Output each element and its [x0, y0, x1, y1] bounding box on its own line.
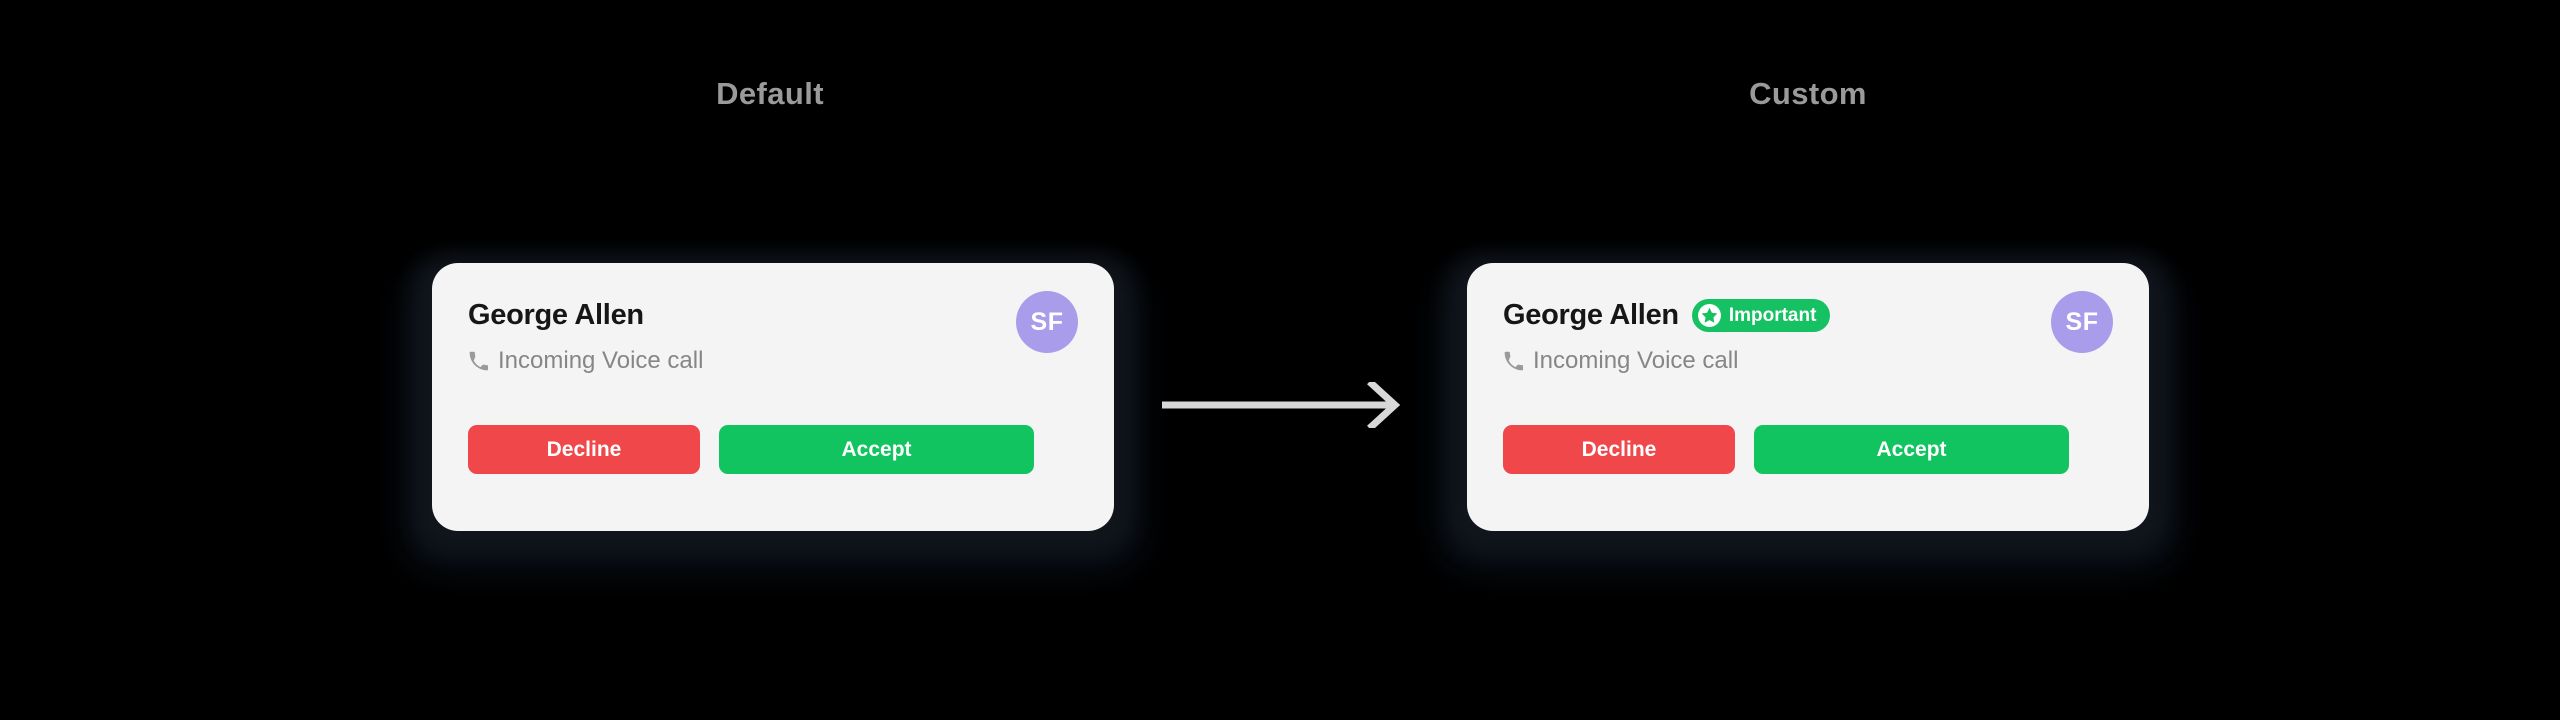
card-actions: Decline Accept [468, 425, 1078, 474]
avatar: SF [2051, 291, 2113, 353]
star-circle-icon [1697, 303, 1722, 328]
call-status-text: Incoming Voice call [498, 347, 704, 374]
accept-button[interactable]: Accept [719, 425, 1034, 474]
decline-button[interactable]: Decline [468, 425, 700, 474]
avatar-initials: SF [2065, 307, 2099, 336]
decline-button[interactable]: Decline [1503, 425, 1735, 474]
subtitle-row: Incoming Voice call [1503, 349, 2113, 373]
call-notification-card[interactable]: George Allen Important [1467, 263, 2149, 531]
status-badge-label: Important [1728, 304, 1817, 326]
phone-icon [1503, 351, 1524, 372]
caller-name: George Allen [1503, 298, 1679, 331]
status-badge: Important [1691, 298, 1831, 332]
section-caption-default: Default [716, 76, 824, 111]
notification-card-custom: George Allen Important [1441, 255, 2175, 569]
section-caption-custom: Custom [1749, 76, 1867, 111]
avatar-initials: SF [1030, 307, 1064, 336]
title-row: George Allen Important [1503, 295, 2113, 335]
title-row: George Allen [468, 295, 1078, 335]
subtitle-row: Incoming Voice call [468, 349, 1078, 373]
card-actions: Decline Accept [1503, 425, 2113, 474]
call-status-text: Incoming Voice call [1533, 347, 1739, 374]
notification-card-default: George Allen Incoming Voice call SF Decl… [406, 255, 1140, 569]
caller-name: George Allen [468, 298, 644, 331]
phone-icon [468, 351, 489, 372]
call-notification-card[interactable]: George Allen Incoming Voice call SF Decl… [432, 263, 1114, 531]
arrow-right-icon [1162, 379, 1412, 431]
accept-button[interactable]: Accept [1754, 425, 2069, 474]
card-header: George Allen Incoming Voice call SF [468, 291, 1078, 391]
card-header: George Allen Important [1503, 291, 2113, 391]
avatar: SF [1016, 291, 1078, 353]
